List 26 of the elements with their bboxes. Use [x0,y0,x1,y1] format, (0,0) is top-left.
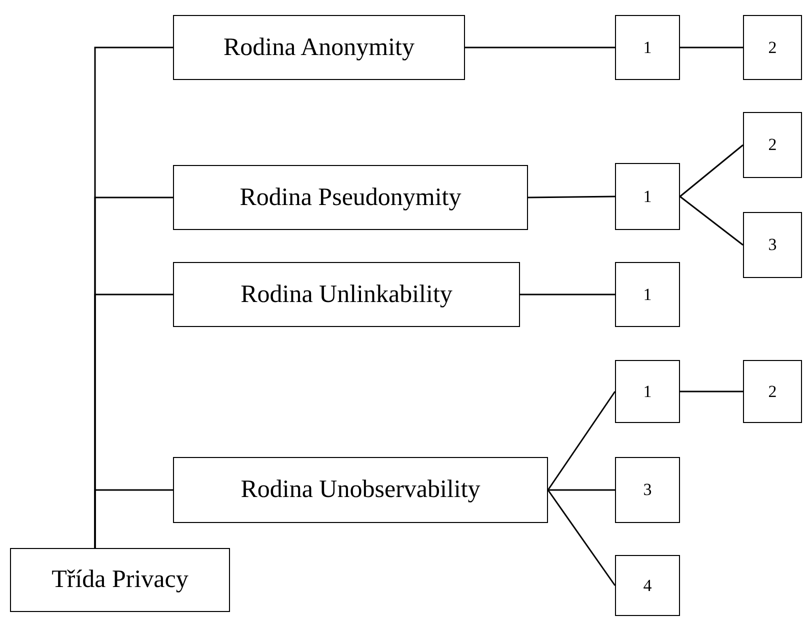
connector-line [680,46,743,48]
connector-line [547,490,616,586]
number-box: 1 [615,262,680,327]
number-box: 1 [615,15,680,80]
connector-line [680,144,744,198]
connector-line [528,196,615,198]
number-box: 4 [615,555,680,616]
category-box: Rodina Pseudonymity [173,165,528,230]
number-box: 2 [743,360,802,423]
connector-line [520,294,615,296]
connector-line [94,489,173,548]
connector-line [680,196,744,246]
connector-line [680,390,743,392]
category-box: Rodina Unlinkability [173,262,520,327]
category-box: Třída Privacy [10,548,230,612]
category-box: Rodina Unobservability [173,457,548,523]
connector-line [465,46,615,48]
number-box: 1 [615,163,680,230]
number-box: 2 [743,15,802,80]
connector-line [547,391,616,490]
number-box: 2 [743,112,802,178]
number-box: 1 [615,360,680,423]
category-box: Rodina Anonymity [173,15,465,80]
number-box: 3 [743,212,802,278]
connector-line [548,489,615,491]
number-box: 3 [615,457,680,523]
